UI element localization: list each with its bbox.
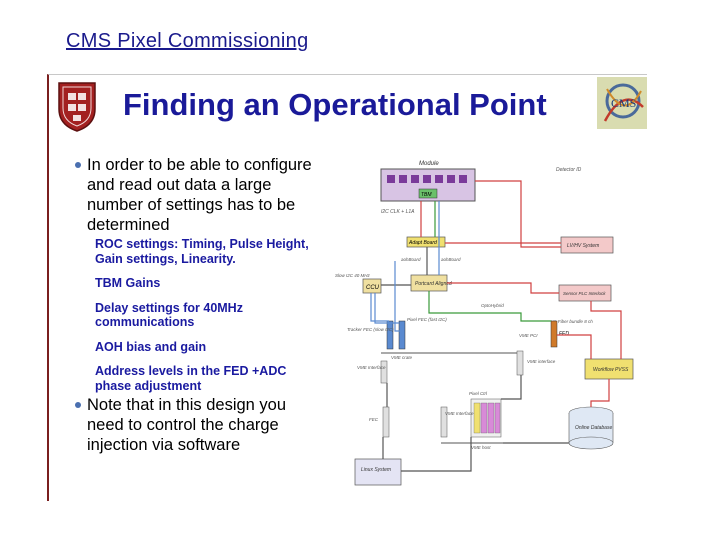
slow-i2c-label: Slow I2C 40 MHz — [335, 273, 371, 278]
online-db-label: Online Database — [575, 425, 612, 431]
aoh-sub1-label: aohBoard — [401, 257, 421, 262]
vme-iface2-box — [516, 350, 524, 376]
slide-title: Finding an Operational Point — [123, 87, 547, 122]
workflow-label: Workflow PVSS — [593, 367, 629, 373]
vme-pci-label: VME PCI — [519, 333, 538, 338]
vme-iface3-label: VME Interface — [445, 411, 474, 416]
detector-id-label: Detector ID — [556, 167, 582, 173]
bullet-list: In order to be able to configure and rea… — [75, 155, 325, 455]
sub-item-delay-settings: Delay settings for 40MHz communications — [95, 300, 243, 330]
pixel-ctrl-label: Pixel Ctrl — [469, 391, 488, 396]
sub-item-address-levels: Address levels in the FED +ADC phase adj… — [95, 364, 287, 393]
lvhv-box — [560, 236, 614, 254]
vme-crate-label: VME crate — [391, 355, 413, 360]
optohybrid-label: OptoHybrid — [481, 303, 504, 308]
vme-host-label: VME host — [471, 445, 491, 450]
svg-text:CMS: CMS — [611, 96, 636, 110]
clk-l1-label: I2C CLK + L1A — [381, 209, 415, 215]
slide: Finding an Operational Point CMS In orde… — [47, 74, 647, 501]
fec-label: FEC — [369, 417, 379, 422]
bullet-charge-injection: Note that in this design you need to con… — [75, 395, 325, 455]
tracker-fec-box — [386, 320, 394, 350]
tbm-label: TBM — [421, 192, 432, 198]
vme-iface1-label: VME Interface — [357, 365, 386, 370]
ccu-box — [362, 278, 382, 294]
university-crest-logo — [58, 82, 96, 132]
sub-item-roc-settings: ROC settings: Timing, Pulse Height, Gain… — [95, 237, 309, 266]
tbm-box — [418, 188, 438, 199]
vme-iface3-box — [440, 406, 448, 438]
sensor-plc-label: Sensor PLC Interlock — [563, 291, 606, 296]
linux-label: Linux System — [361, 467, 391, 473]
ccu-label: CCU — [366, 285, 380, 291]
vme-iface1-box — [380, 360, 388, 384]
module-label: Module — [419, 161, 439, 167]
sub-item-tbm-gains: TBM Gains — [95, 276, 161, 290]
lvhv-label: LV/HV System — [567, 243, 599, 249]
portcard-label: Portcard Aligned — [415, 281, 452, 287]
fec-box — [382, 406, 390, 438]
pixel-fec-label: Pixel FEC (fast I2C) — [407, 317, 447, 322]
system-diagram: Module TBM Detector ID I2C CLK + L1A Ada… — [335, 161, 634, 486]
header-title: CMS Pixel Commissioning — [66, 30, 309, 52]
aoh-label: Adapt Board — [408, 240, 437, 246]
tracker-fec-label: Tracker FEC (slow I2C) — [347, 327, 394, 332]
cms-logo: CMS — [597, 77, 647, 129]
fed-box — [550, 320, 558, 348]
aoh-sub2-label: aohBoard — [441, 257, 461, 262]
fed-label: FED — [559, 331, 569, 337]
aoh-box — [406, 236, 446, 248]
pixel-fec-box — [398, 320, 406, 350]
linux-box — [354, 458, 402, 486]
sub-item-aoh-bias: AOH bias and gain — [95, 339, 207, 354]
vme-iface2-label: VME interface — [527, 359, 556, 364]
hl-fiber-label: HL Fiber bundle 8 ch — [551, 319, 593, 324]
bullet-settings: In order to be able to configure and rea… — [75, 155, 325, 235]
